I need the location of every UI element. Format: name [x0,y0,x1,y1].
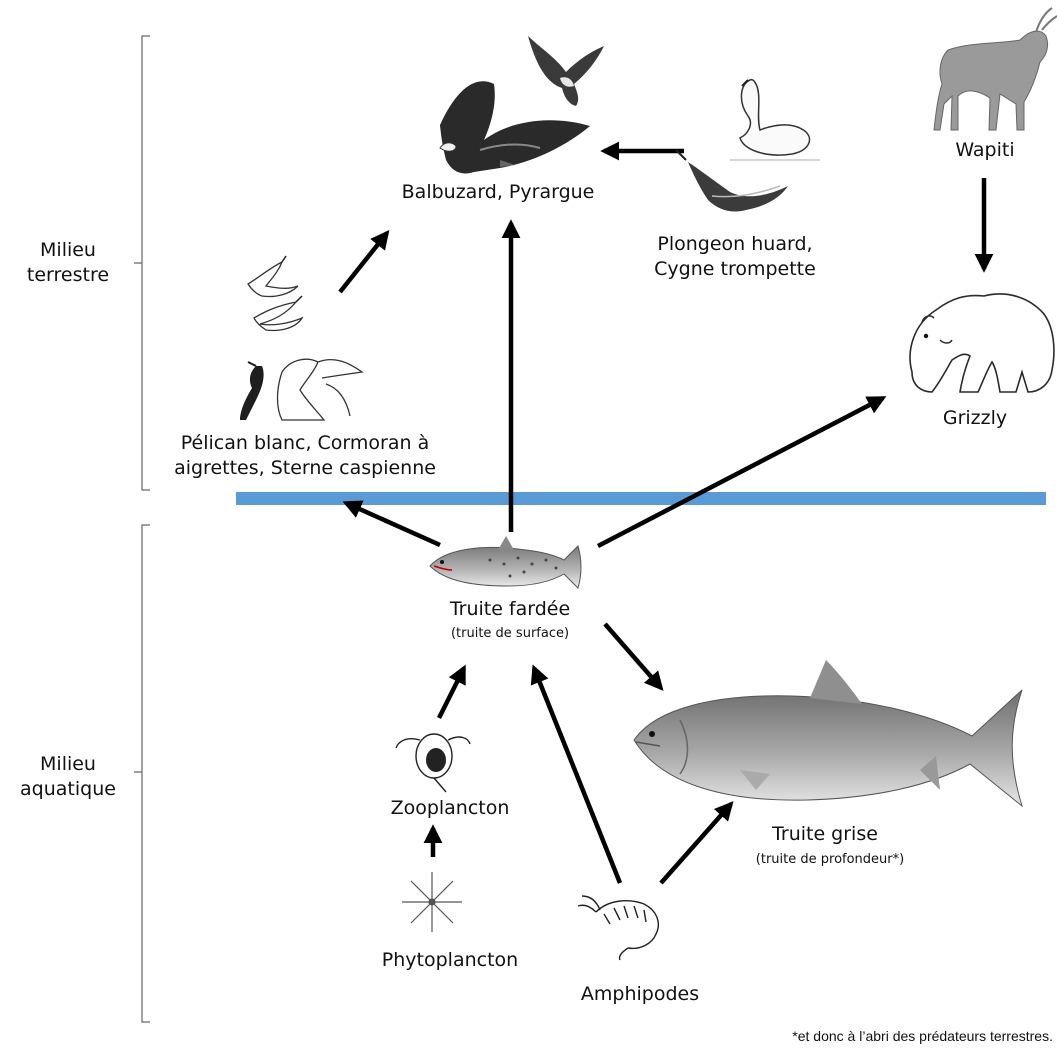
footnote: *et donc à l’abri des prédateurs terrest… [792,1028,1053,1044]
cutthroat-trout-label: Truite fardée [420,597,600,622]
zooplankton-icon [396,734,470,792]
raptors-label: Balbuzard, Pyrargue [363,180,633,205]
lake-trout-sublabel: (truite de profondeur*) [720,852,940,867]
osprey-icon [528,36,604,106]
waterbirds-label: Plongeon huard, Cygne trompette [620,232,850,282]
grizzly-bear-icon [910,294,1054,392]
terrestrial-bracket [134,36,150,490]
terrestrial-section-label: Milieu terrestre [18,238,118,288]
arrow-zooplankton-to-cutthroat [439,668,464,718]
phytoplankton-label: Phytoplancton [360,948,540,973]
cutthroat-trout-sublabel: (truite de surface) [420,626,600,641]
arrow-cutthroat-to-laketrout [605,624,661,688]
lake-trout-icon [634,660,1022,806]
aquatic-bracket [134,525,150,1022]
aquatic-section-label: Milieu aquatique [18,752,118,802]
arrow-amphipods-to-laketrout [661,804,731,883]
elk-icon [934,8,1057,130]
seabirds-label: Pélican blanc, Cormoran à aigrettes, Ste… [150,431,460,481]
wapiti-label: Wapiti [930,138,1040,163]
arrow-cutthroat-to-grizzly [598,398,883,546]
pelican-icon [278,359,363,420]
arrow-cutthroat-to-seabirds [346,503,440,545]
water-surface-line [236,492,1046,505]
cormorant-icon [240,362,264,420]
arrow-seabirds-to-raptors [340,233,387,292]
amphipod-icon [578,896,658,960]
amphipods-label: Amphipodes [560,982,720,1007]
tern-icon [248,256,302,331]
swan-icon [730,80,820,160]
phytoplankton-icon [402,872,462,932]
grizzly-label: Grizzly [915,406,1035,431]
loon-icon [676,150,788,212]
arrow-amphipods-to-cutthroat [534,668,620,883]
zooplankton-label: Zooplancton [370,796,530,821]
cutthroat-trout-icon [430,536,581,588]
lake-trout-label: Truite grise [750,822,900,847]
